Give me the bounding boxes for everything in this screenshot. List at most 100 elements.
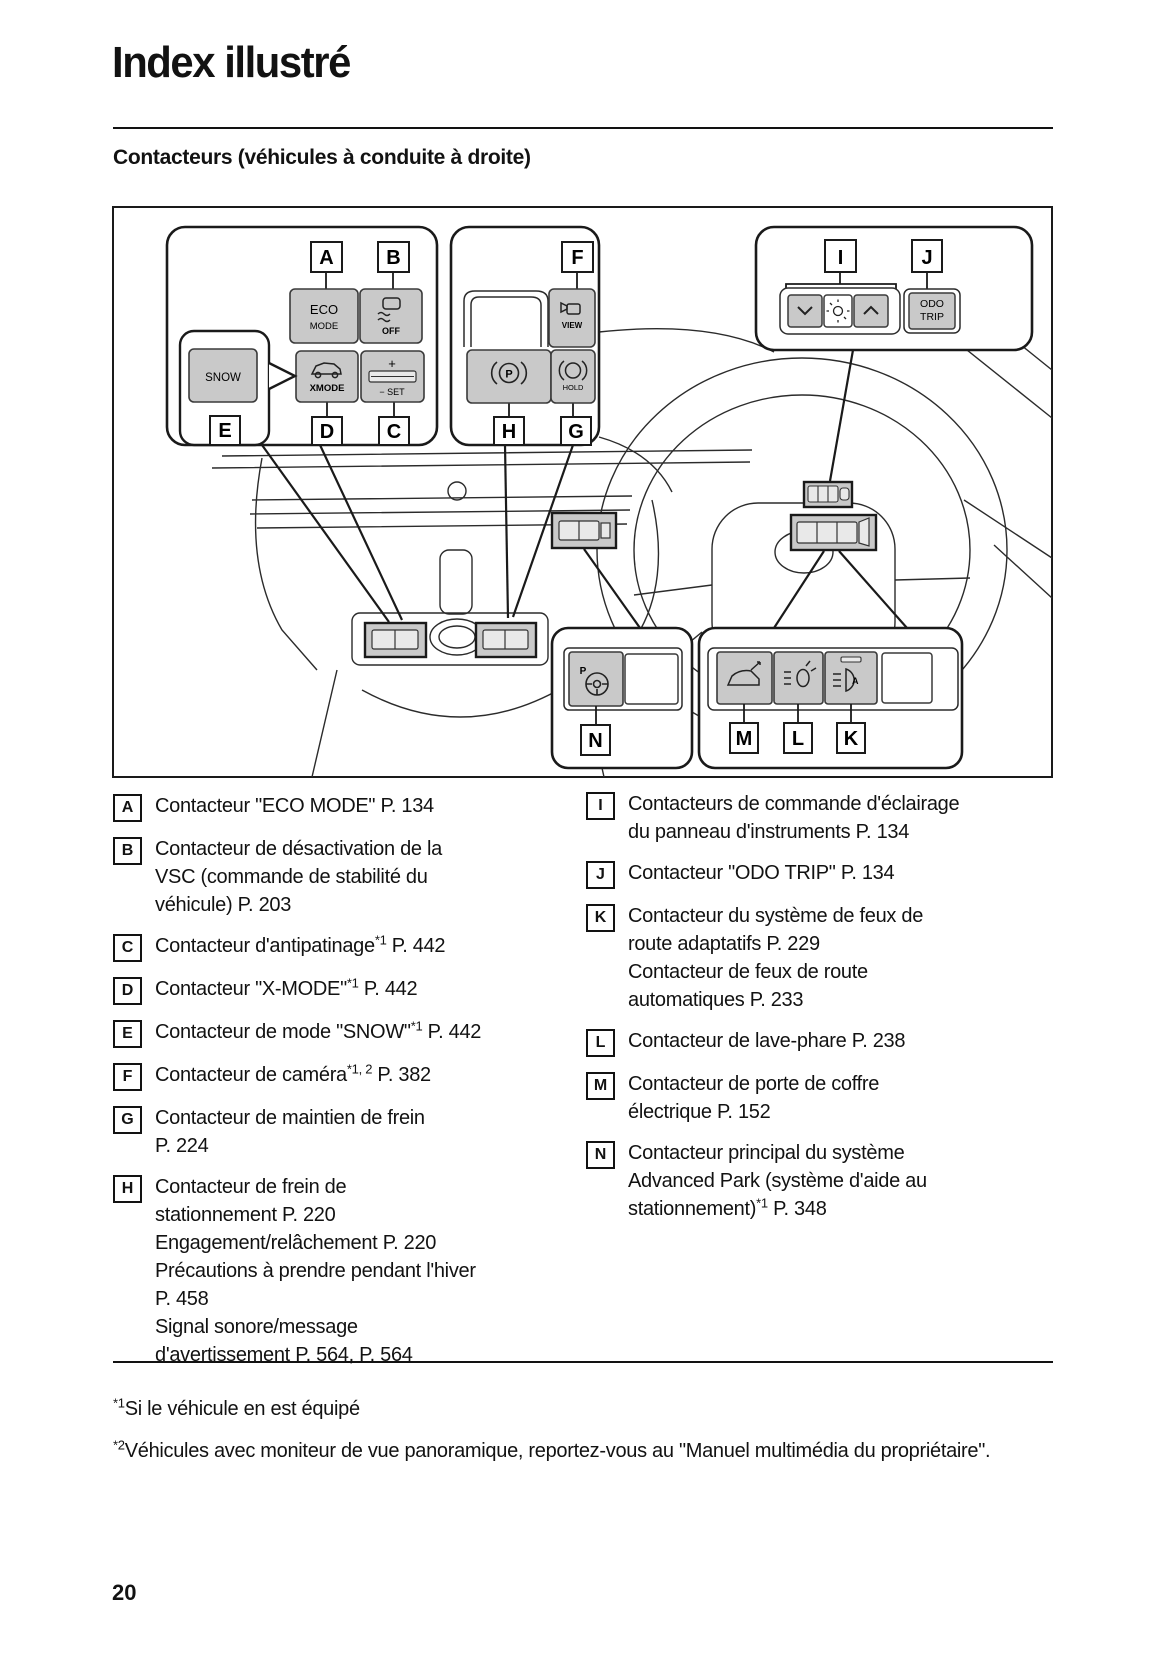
footnote-2-text: Véhicules avec moniteur de vue panoramiq… xyxy=(124,1440,991,1462)
parking-brake-button: P xyxy=(466,349,552,404)
callout-letter-c: C xyxy=(387,421,401,443)
callout-letter-box-a xyxy=(310,241,343,273)
switch-location-panels xyxy=(363,480,878,659)
advanced-park-button: P xyxy=(568,651,624,707)
legend-letter-box-b: B xyxy=(113,837,142,865)
suv-icon xyxy=(310,362,342,379)
callout-letter-k: K xyxy=(844,728,859,750)
headlight-washer-icon xyxy=(784,660,817,688)
footnote-2-marker: *2 xyxy=(113,1437,125,1453)
legend-text: Contacteur "ECO MODE" P. 134 xyxy=(155,795,434,817)
callout-drive-mode-switches: A B ECO MODE OFF xyxy=(165,225,439,447)
dashboard-diagram-svg: A B ECO MODE OFF xyxy=(112,206,1053,778)
callout-letter-box-b xyxy=(377,241,410,273)
title-rule xyxy=(113,127,1053,129)
auto-high-beam-icon xyxy=(833,667,855,693)
lighting-switch-location xyxy=(789,513,878,552)
footnote-divider xyxy=(113,1361,1053,1363)
legend-letter-box-e: E xyxy=(113,1020,142,1048)
callout-letter-l: L xyxy=(792,728,804,750)
brightness-display-button xyxy=(823,294,853,328)
callout-letter-box-i xyxy=(824,239,857,273)
distance-set-button: + − SET xyxy=(360,350,425,403)
blank-button xyxy=(881,652,933,704)
legend-text: Contacteur de lave-phare P. 238 xyxy=(628,1030,906,1052)
callout-letter-box-f xyxy=(561,241,594,273)
legend-letter-box-h: H xyxy=(113,1175,142,1203)
footnotes: *1Si le véhicule en est équipé *2Véhicul… xyxy=(113,1395,1058,1479)
svg-text:P: P xyxy=(580,666,587,677)
callout-letter-h: H xyxy=(502,421,516,443)
legend-text: Contacteur "ODO TRIP" P. 134 xyxy=(628,862,895,884)
camera-icon xyxy=(560,301,581,315)
dashboard-diagram: A B ECO MODE OFF xyxy=(112,200,1053,778)
callout-letter-box-d xyxy=(311,416,343,446)
callout-letter-a: A xyxy=(319,247,333,269)
callout-letter-box-n xyxy=(580,724,611,756)
callout-letter-box-c xyxy=(378,416,410,446)
legend-letter-box-j: J xyxy=(586,861,615,889)
callout-letter-n: N xyxy=(588,730,602,752)
adaptive-high-beam-button: A xyxy=(824,651,878,705)
callout-letter-i: I xyxy=(838,247,844,269)
snow-mode-button: SNOW xyxy=(188,348,258,403)
svg-text:OFF: OFF xyxy=(382,326,400,336)
footnote-1-marker: *1 xyxy=(113,1395,125,1411)
steering-park-icon xyxy=(585,672,609,696)
callout-lighting-switches: A M L K xyxy=(697,626,964,770)
x-mode-button: XMODE xyxy=(295,350,359,403)
footnote-1: *1Si le véhicule en est équipé xyxy=(113,1395,1058,1423)
legend-item-c: C Contacteur d'antipatinage*1 P. 442 xyxy=(113,932,583,962)
callout-letter-j: J xyxy=(921,247,932,269)
svg-text:HOLD: HOLD xyxy=(563,383,584,392)
storage-tray xyxy=(463,290,549,347)
panel-light-switch-location xyxy=(802,480,854,509)
legend-item-j: J Contacteur "ODO TRIP" P. 134 xyxy=(586,859,1056,889)
blank-button xyxy=(624,653,679,705)
legend-letter-box-i: I xyxy=(586,792,615,820)
callout-letter-box-l xyxy=(783,722,813,754)
console-switch-left-location xyxy=(363,621,428,659)
advanced-park-switch-location xyxy=(550,511,618,550)
callout-letter-box-k xyxy=(836,722,866,754)
callout-letter-e: E xyxy=(218,420,231,442)
odo-trip-button: ODO TRIP xyxy=(908,292,956,330)
callout-letter-box-g xyxy=(560,416,592,446)
page-number: 20 xyxy=(112,1580,137,1605)
callout-letter-b: B xyxy=(386,247,400,269)
legend-text: Contacteur d'antipatinage*1 P. 442 xyxy=(155,932,446,957)
callout-letter-box-e xyxy=(209,415,241,446)
legend-letter-box-f: F xyxy=(113,1063,142,1091)
brake-hold-icon xyxy=(558,360,588,381)
callout-letter-f: F xyxy=(571,247,583,269)
page-title: Index illustré xyxy=(112,38,351,87)
brake-hold-button: HOLD xyxy=(550,349,596,404)
svg-text:− SET: − SET xyxy=(379,387,405,397)
callout-letter-box-m xyxy=(729,722,759,754)
svg-text:XMODE: XMODE xyxy=(310,383,345,394)
legend-letter-box-g: G xyxy=(113,1106,142,1134)
chevron-down-icon xyxy=(797,306,813,316)
legend-letter-box-l: L xyxy=(586,1029,615,1057)
legend-letter-box-k: K xyxy=(586,904,615,932)
legend-letter-box-c: C xyxy=(113,934,142,962)
svg-text:VIEW: VIEW xyxy=(562,321,583,330)
balloon-pointer xyxy=(268,361,298,391)
callout-letter-box-h xyxy=(493,416,525,446)
